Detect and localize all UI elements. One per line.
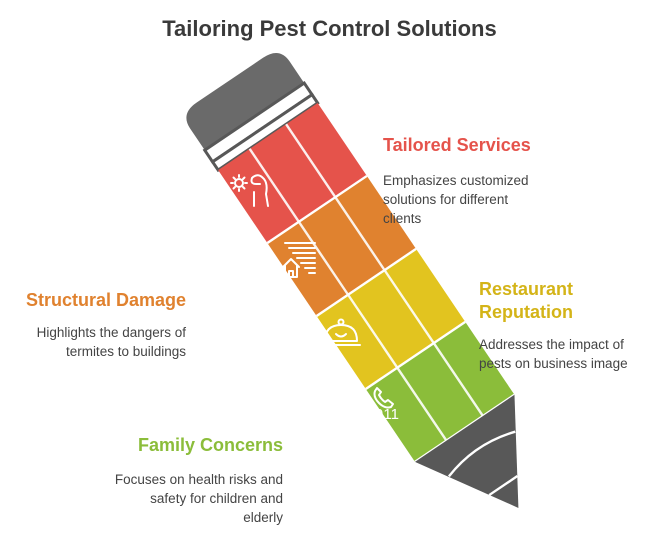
structural-damage-desc-line-1: Highlights the dangers of — [36, 325, 186, 340]
structural-damage-title: Structural Damage — [25, 290, 186, 310]
tailored-services-desc-line-3: clients — [383, 211, 422, 226]
family-concerns-description: Focuses on health risks and safety for c… — [80, 470, 283, 527]
family-concerns-desc-line-2: safety for children and — [150, 491, 283, 506]
structural-damage-description: Highlights the dangers of termites to bu… — [10, 323, 186, 361]
page-title: Tailoring Pest Control Solutions — [162, 16, 497, 41]
tailored-services-description: Emphasizes customized solutions for diff… — [383, 171, 529, 228]
phone-911-label: 911 — [375, 406, 399, 423]
pencil-band-inner — [210, 92, 320, 173]
tailored-services-desc-line-2: solutions for different — [383, 192, 509, 207]
pencil-section-yellow — [316, 248, 466, 389]
restaurant-reputation-desc-line-1: Addresses the impact of — [479, 337, 624, 352]
restaurant-reputation-desc-line-2: pests on business image — [479, 356, 628, 371]
structural-damage-desc-line-2: termites to buildings — [65, 344, 186, 359]
restaurant-reputation-title: Restaurant Reputation — [479, 278, 573, 324]
pencil-section-green — [365, 321, 515, 462]
pencil — [186, 53, 519, 508]
restaurant-reputation-title-line-2: Reputation — [479, 302, 573, 322]
restaurant-reputation-title-line-1: Restaurant — [479, 279, 574, 299]
restaurant-reputation-description: Addresses the impact of pests on busines… — [479, 335, 628, 373]
pencil-section-orange — [267, 175, 417, 316]
phone-911-icon: 911 — [373, 387, 399, 423]
pencil-section-red — [218, 102, 367, 244]
family-concerns-desc-line-1: Focuses on health risks and — [114, 472, 283, 487]
pencil-tip — [414, 394, 519, 508]
hand-gear-icon — [230, 174, 269, 207]
tailored-services-desc-line-1: Emphasizes customized — [383, 173, 529, 188]
food-cloche-icon — [321, 318, 361, 346]
family-concerns-title: Family Concerns — [137, 435, 283, 455]
tailored-services-title: Tailored Services — [383, 135, 531, 155]
house-termite-icon — [282, 242, 316, 278]
pencil-eraser — [186, 53, 305, 151]
family-concerns-desc-line-3: elderly — [243, 510, 283, 525]
